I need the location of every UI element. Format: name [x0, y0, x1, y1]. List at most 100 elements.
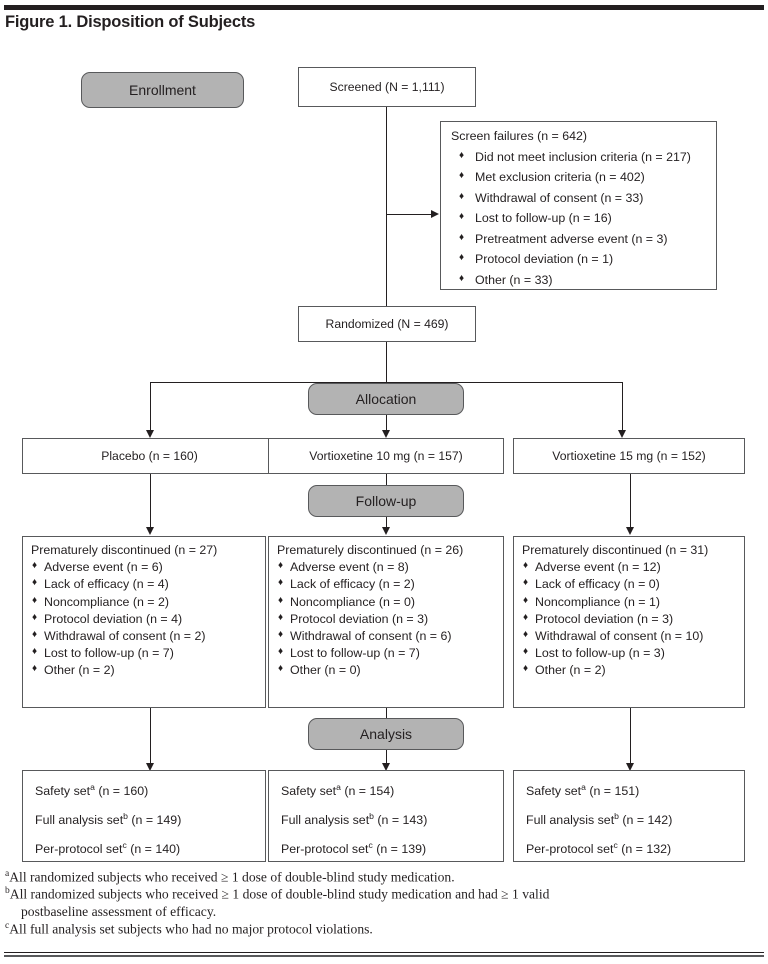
- list-item-label: Lack of efficacy (n = 4): [44, 577, 169, 592]
- connector-placebo-to-disc: [150, 474, 151, 529]
- diamond-bullet-icon: ♦: [523, 646, 529, 658]
- list-item: ♦Noncompliance (n = 0): [277, 595, 497, 609]
- diamond-bullet-icon: ♦: [523, 577, 529, 589]
- footnote-marker-c: c: [122, 840, 127, 851]
- diamond-bullet-icon: ♦: [523, 663, 529, 675]
- discontinued-list: ♦ Adverse event (n = 6) ♦ Lack of efficacy…: [31, 560, 259, 677]
- screen-failures-header: Screen failures (n = 642): [451, 129, 588, 143]
- diamond-bullet-icon: ♦: [459, 252, 465, 263]
- list-item: ♦Noncompliance (n = 2): [31, 595, 259, 609]
- node-discontinued-placebo: Prematurely discontinued (n = 27) ♦ Adver…: [22, 536, 266, 708]
- per-protocol-set-value: (n = 132): [617, 842, 672, 857]
- arrowhead-disc-vort10-icon: [381, 527, 390, 535]
- footnotes: aAll randomized subjects who received ≥ …: [5, 869, 761, 938]
- footnote-marker-c: c: [613, 840, 618, 851]
- diamond-bullet-icon: ♦: [459, 211, 465, 222]
- stage-label-analysis-text: Analysis: [359, 726, 413, 742]
- node-randomized: Randomized (N = 469): [298, 306, 476, 342]
- diamond-bullet-icon: ♦: [32, 560, 38, 572]
- footnote-c-text: All full analysis set subjects who had n…: [9, 921, 373, 937]
- analysis-line-safety: Safety seta (n = 160): [35, 782, 265, 798]
- analysis-line-full: Full analysis setb (n = 149): [35, 811, 265, 827]
- header-rule: [4, 5, 764, 10]
- list-item: ♦Other (n = 2): [31, 663, 259, 677]
- list-item: ♦ Other (n = 2): [522, 663, 738, 677]
- list-item: ♦ Protocol deviation (n = 3): [277, 612, 497, 626]
- per-protocol-set-label: Per-protocol set: [281, 842, 369, 857]
- diamond-bullet-icon: ♦: [459, 149, 465, 161]
- node-arm-placebo-text: Placebo (n = 160): [101, 448, 198, 463]
- node-analysis-sets-vortioxetine-10: Safety seta (n = 154) Full analysis setb…: [268, 770, 504, 862]
- footnote-a: aAll randomized subjects who received ≥ …: [5, 869, 761, 886]
- safety-set-label: Safety set: [526, 784, 582, 799]
- list-item-label: Withdrawal of consent (n = 6): [290, 628, 452, 643]
- node-arm-vortioxetine-15-text: Vortioxetine 15 mg (n = 152): [552, 448, 706, 463]
- diamond-bullet-icon: ♦: [278, 560, 284, 572]
- list-item-label: Protocol deviation (n = 1): [475, 252, 614, 266]
- discontinued-header: Prematurely discontinued (n = 26): [277, 543, 464, 557]
- list-item-label: Noncompliance (n = 0): [290, 594, 416, 609]
- list-item-label: Adverse event (n = 8): [290, 560, 409, 575]
- analysis-line-safety: Safety seta (n = 151): [526, 782, 744, 798]
- footer-rule: [4, 952, 764, 953]
- diamond-bullet-icon: ♦: [32, 611, 38, 623]
- diamond-bullet-icon: ♦: [32, 628, 38, 640]
- footnote-marker-b: b: [614, 811, 619, 822]
- full-analysis-set-value: (n = 149): [127, 813, 182, 828]
- footnote-marker-b: b: [369, 811, 374, 822]
- list-item-label: Other (n = 2): [535, 663, 606, 678]
- full-analysis-set-value: (n = 143): [373, 813, 428, 828]
- footnote-marker-a: a: [90, 782, 95, 792]
- analysis-line-pp: Per-protocol setc (n = 140): [35, 840, 265, 856]
- node-arm-vortioxetine-10-text: Vortioxetine 10 mg (n = 157): [309, 448, 463, 463]
- diamond-bullet-icon: ♦: [278, 663, 284, 675]
- node-arm-vortioxetine-15: Vortioxetine 15 mg (n = 152): [513, 438, 745, 474]
- diamond-bullet-icon: ♦: [32, 594, 38, 606]
- screen-failures-list: ♦Did not meet inclusion criteria (n = 21…: [451, 150, 710, 287]
- list-item-label: Adverse event (n = 12): [535, 560, 661, 575]
- list-item-label: Other (n = 33): [475, 272, 553, 287]
- list-item: ♦Withdrawal of consent (n = 6): [277, 629, 497, 643]
- list-item-label: Protocol deviation (n = 3): [290, 611, 429, 626]
- footnote-marker-c: c: [368, 840, 373, 851]
- diamond-bullet-icon: ♦: [278, 611, 284, 623]
- connector-vort15-to-disc: [630, 474, 631, 529]
- footnote-marker-c: c: [5, 920, 10, 931]
- list-item-label: Lack of efficacy (n = 0): [535, 577, 660, 592]
- discontinued-list: ♦Adverse event (n = 8) ♦Lack of efficacy…: [277, 560, 497, 677]
- diamond-bullet-icon: ♦: [523, 594, 529, 606]
- diamond-bullet-icon: ♦: [32, 577, 38, 589]
- stage-label-analysis: Analysis: [308, 718, 464, 750]
- arrowhead-vort15-icon: [617, 430, 626, 438]
- arrowhead-disc-vort15-icon: [625, 527, 634, 535]
- node-arm-vortioxetine-10: Vortioxetine 10 mg (n = 157): [268, 438, 504, 474]
- analysis-line-full: Full analysis setb (n = 143): [281, 811, 503, 827]
- list-item-label: Other (n = 2): [44, 663, 115, 678]
- list-item: ♦ Lack of efficacy (n = 0): [522, 577, 738, 591]
- connector-disc-placebo-to-sets: [150, 708, 151, 765]
- full-analysis-set-label: Full analysis set: [281, 813, 370, 828]
- list-item-label: Met exclusion criteria (n = 402): [475, 170, 645, 184]
- footnote-marker-a: a: [336, 782, 341, 792]
- full-analysis-set-value: (n = 142): [618, 813, 673, 828]
- footnote-b-continuation: postbaseline assessment of efficacy.: [21, 903, 217, 919]
- safety-set-value: (n = 154): [340, 784, 395, 799]
- list-item-label: Adverse event (n = 6): [44, 560, 163, 575]
- arrowhead-vort10-icon: [381, 430, 390, 438]
- node-randomized-text: Randomized (N = 469): [325, 316, 449, 331]
- list-item: ♦Other (n = 0): [277, 663, 497, 677]
- node-arm-placebo: Placebo (n = 160): [22, 438, 277, 474]
- footnote-marker-b: b: [5, 886, 10, 897]
- diamond-bullet-icon: ♦: [523, 560, 529, 572]
- list-item: ♦ Adverse event (n = 8): [277, 560, 497, 574]
- connector-screened-to-screenfailures: [386, 214, 432, 215]
- diamond-bullet-icon: ♦: [459, 231, 465, 243]
- connector-randomized-down: [386, 342, 387, 382]
- analysis-line-full: Full analysis setb (n = 142): [526, 811, 744, 827]
- stage-label-allocation: Allocation: [308, 383, 464, 415]
- safety-set-value: (n = 160): [94, 784, 149, 799]
- connector-disc-vort15-to-sets: [630, 708, 631, 765]
- node-discontinued-vortioxetine-10: Prematurely discontinued (n = 26) ♦ Adver…: [268, 536, 504, 708]
- discontinued-header: Prematurely discontinued (n = 27): [31, 543, 218, 557]
- discontinued-header: Prematurely discontinued (n = 31): [522, 543, 709, 557]
